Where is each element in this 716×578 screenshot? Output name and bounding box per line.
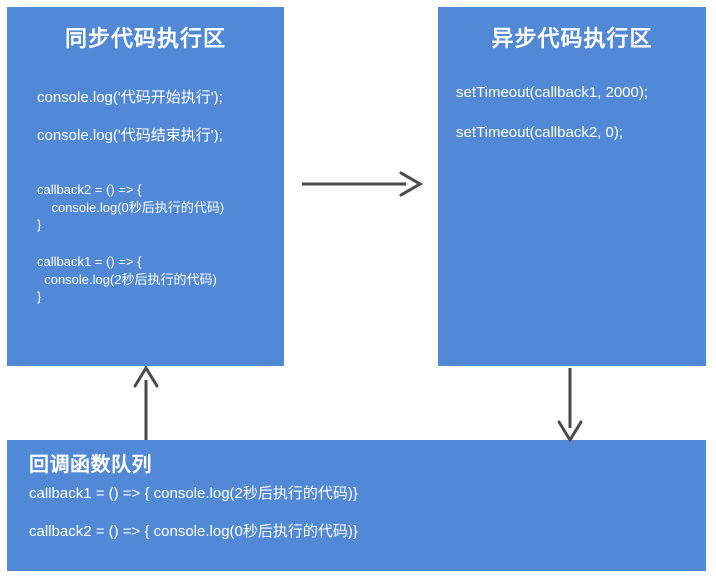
- panel-sync-title: 同步代码执行区: [64, 26, 226, 51]
- async-statement-2: setTimeout(callback2, 0);: [456, 124, 624, 141]
- arrow-sync-to-async-icon: [302, 171, 423, 197]
- panel-async-execution: 异步代码执行区 setTimeout(callback1, 2000); set…: [438, 7, 706, 366]
- arrow-async-to-queue-icon: [557, 368, 583, 442]
- async-statement-1: setTimeout(callback1, 2000);: [456, 84, 649, 101]
- sync-callback2-definition: callback2 = () => { console.log(0秒后执行的代码…: [37, 181, 224, 234]
- queue-entry-2: callback2 = () => { console.log(0秒后执行的代码…: [29, 523, 358, 540]
- sync-callback1-line-1: callback1 = () => {: [37, 254, 142, 269]
- panel-callback-queue: 回调函数队列 callback1 = () => { console.log(2…: [7, 440, 706, 571]
- panel-sync-execution: 同步代码执行区 console.log('代码开始执行'); console.l…: [7, 7, 284, 366]
- sync-statement-2: console.log('代码结束执行');: [37, 127, 223, 144]
- queue-entry-1: callback1 = () => { console.log(2秒后执行的代码…: [29, 485, 358, 502]
- sync-callback2-line-1: callback2 = () => {: [37, 182, 142, 197]
- sync-callback1-line-2: console.log(2秒后执行的代码): [37, 271, 217, 287]
- sync-callback1-definition: callback1 = () => { console.log(2秒后执行的代码…: [37, 253, 217, 306]
- sync-callback1-line-3: }: [37, 289, 42, 305]
- sync-callback2-line-2: console.log(0秒后执行的代码): [37, 199, 225, 215]
- sync-callback2-line-3: }: [37, 217, 42, 233]
- sync-statement-1: console.log('代码开始执行');: [37, 89, 223, 106]
- panel-async-title: 异步代码执行区: [491, 26, 653, 51]
- panel-queue-title: 回调函数队列: [29, 454, 152, 476]
- arrow-queue-to-sync-icon: [133, 366, 159, 440]
